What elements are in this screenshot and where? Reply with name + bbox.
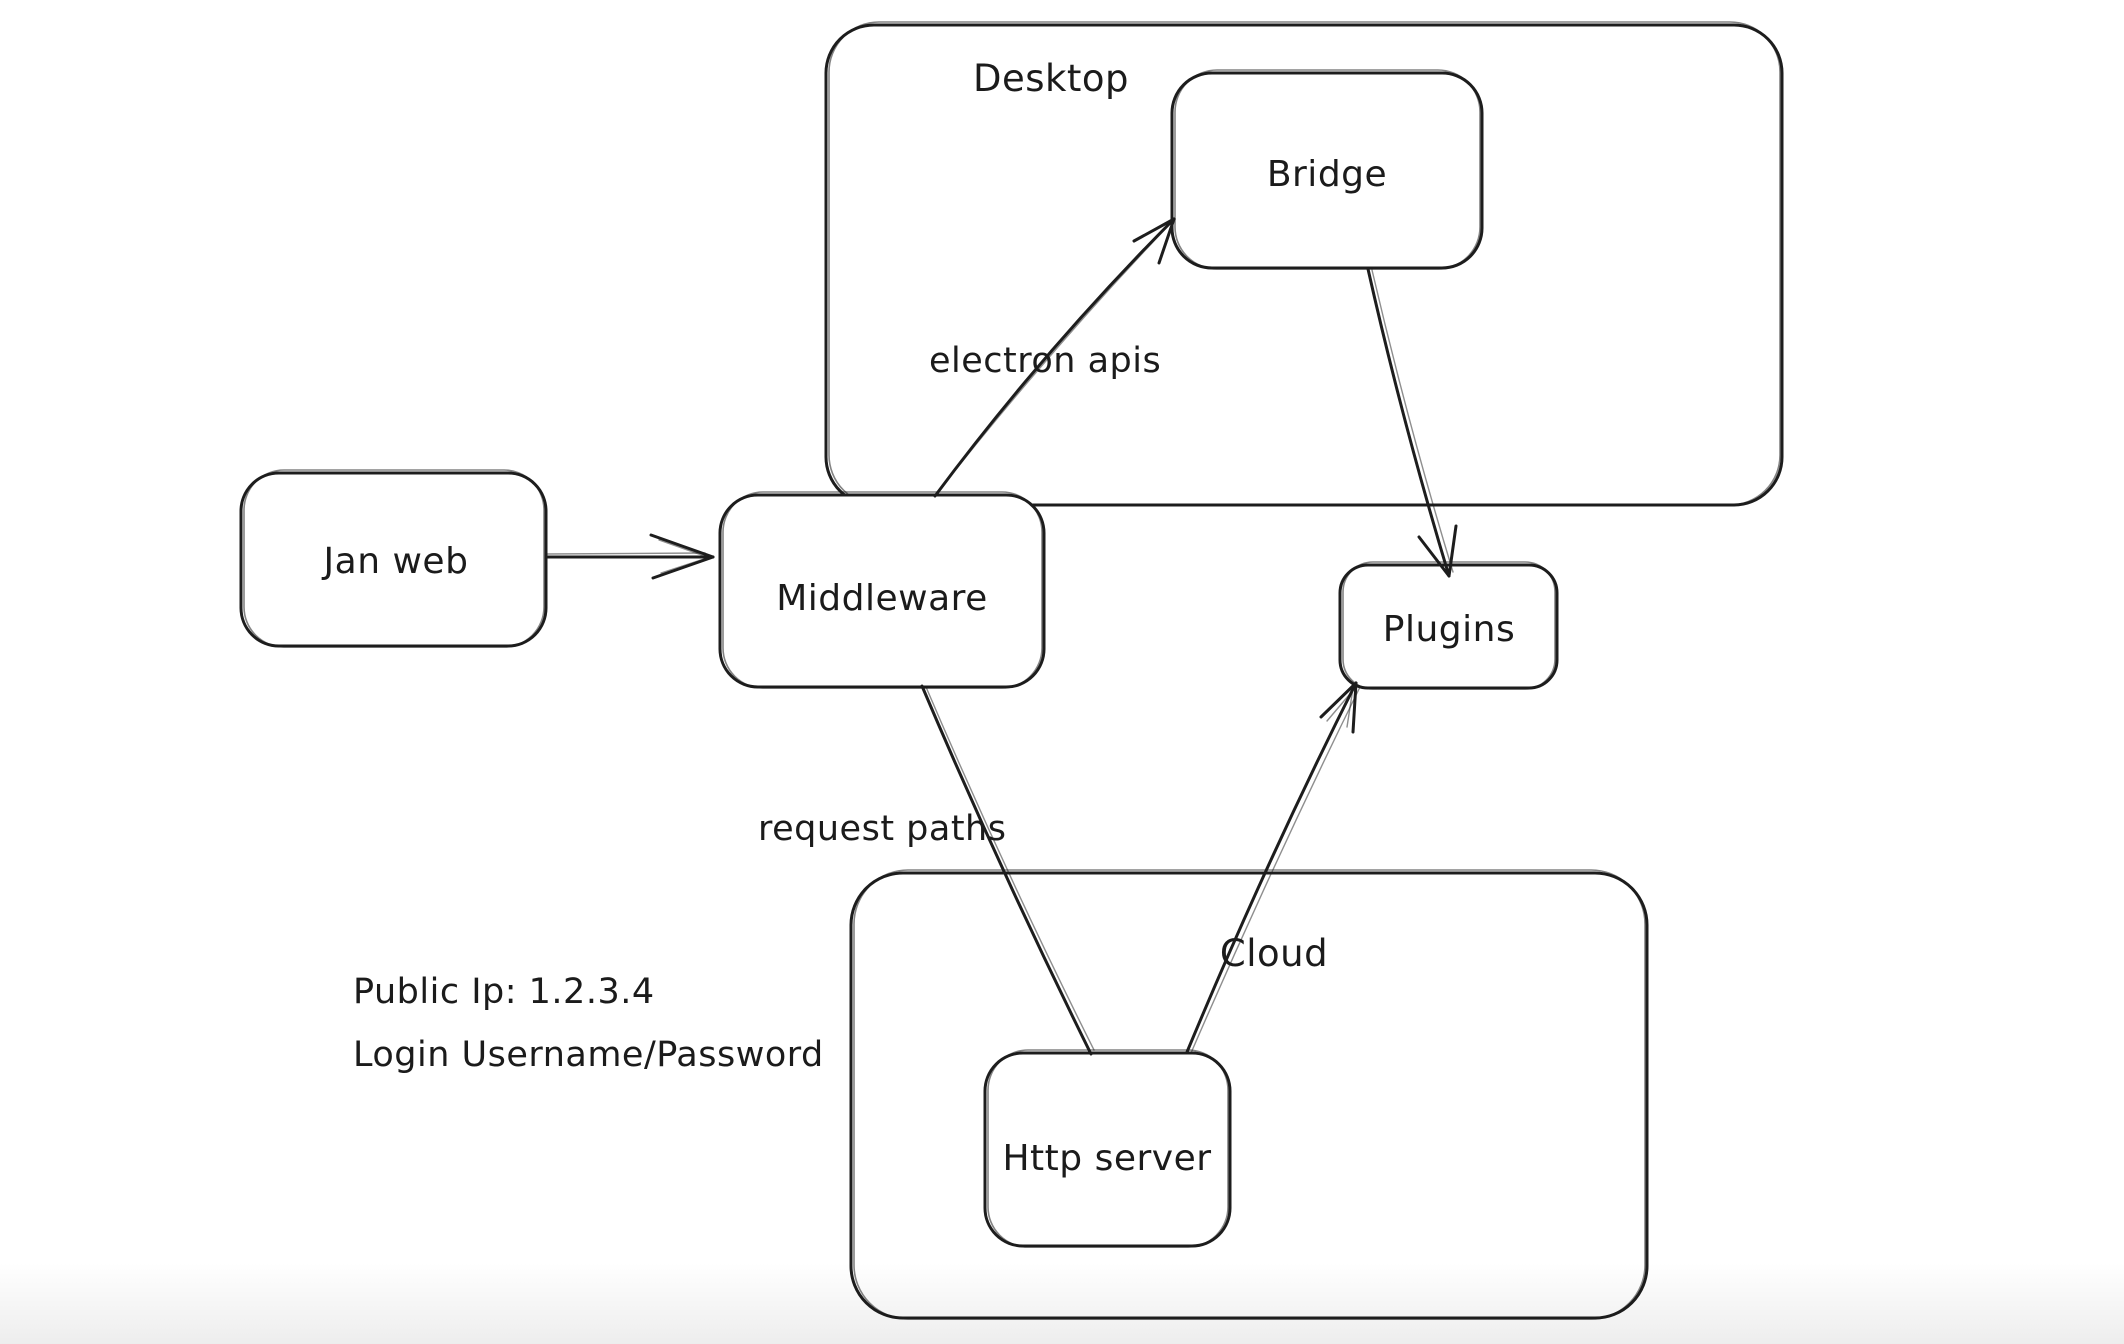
- edge-label-electron-apis: electron apis: [929, 341, 1161, 381]
- canvas-bottom-fade: [0, 1262, 2124, 1344]
- container-cloud[interactable]: Cloud: [849, 869, 1649, 1320]
- annotation-login: Login Username/Password: [353, 1035, 824, 1075]
- node-bridge[interactable]: Bridge: [1170, 69, 1484, 270]
- arrowhead-into-plugins-top: [1417, 524, 1458, 578]
- edge-httpserver-to-plugins[interactable]: [1185, 681, 1361, 1054]
- node-plugins-label: Plugins: [1383, 609, 1515, 650]
- node-http-server-label: Http server: [1002, 1138, 1211, 1179]
- edge-middleware-to-httpserver[interactable]: [920, 684, 1095, 1056]
- edge-janweb-to-middleware[interactable]: [544, 533, 715, 580]
- node-plugins[interactable]: Plugins: [1338, 561, 1559, 690]
- container-cloud-label: Cloud: [1220, 932, 1328, 975]
- edge-middleware-to-bridge[interactable]: [933, 217, 1176, 498]
- edge-bridge-to-plugins[interactable]: [1366, 267, 1458, 578]
- node-middleware[interactable]: Middleware: [718, 491, 1046, 689]
- node-middleware-label: Middleware: [776, 578, 988, 619]
- node-jan-web-label: Jan web: [322, 541, 469, 582]
- arrowhead-into-plugins-bottom: [1319, 681, 1358, 734]
- arrowhead-into-bridge: [1132, 217, 1176, 265]
- node-jan-web[interactable]: Jan web: [239, 469, 548, 648]
- node-bridge-label: Bridge: [1267, 154, 1387, 195]
- node-http-server[interactable]: Http server: [983, 1049, 1232, 1248]
- arrowhead-into-middleware: [649, 533, 715, 580]
- annotation-public-ip: Public Ip: 1.2.3.4: [353, 972, 655, 1012]
- container-desktop-label: Desktop: [973, 57, 1129, 100]
- edge-label-request-paths: request paths: [758, 809, 1006, 849]
